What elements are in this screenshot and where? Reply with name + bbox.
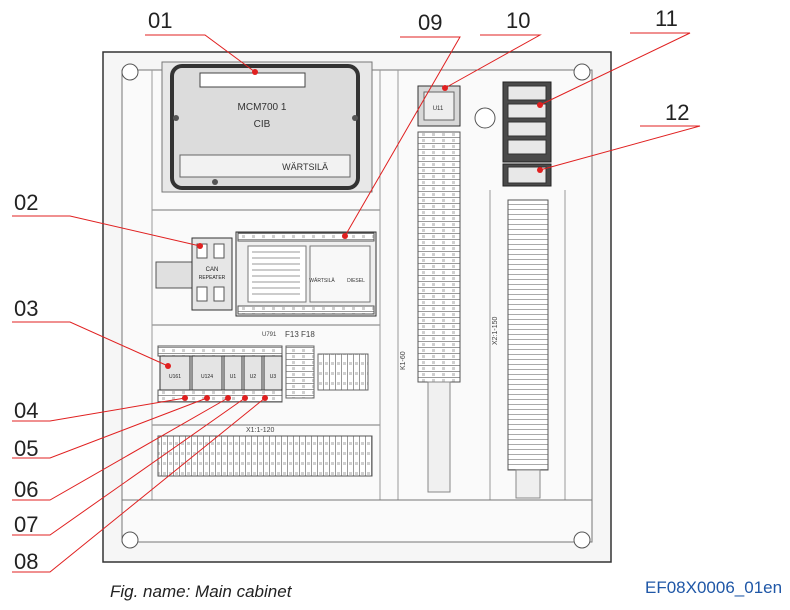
callout-08: 08 xyxy=(14,549,39,574)
mcm700-label-plate xyxy=(179,154,351,178)
can-repeater-label: CAN xyxy=(206,267,219,273)
terminal-block-small xyxy=(285,345,315,399)
marker-11 xyxy=(537,102,543,108)
callout-12-line xyxy=(539,125,701,171)
callout-05: 05 xyxy=(14,436,39,461)
relay-u3 xyxy=(263,355,283,391)
callout-03: 03 xyxy=(14,296,39,321)
marker-10 xyxy=(442,85,448,91)
x1-label: X1:1-120 xyxy=(246,427,275,434)
mcm700-screw xyxy=(173,115,179,121)
control-unit-diesel: DIESEL xyxy=(347,278,365,284)
mcm700-screw xyxy=(352,115,358,121)
callout-07: 07 xyxy=(14,512,39,537)
callout-09-line xyxy=(344,36,461,237)
figure-caption: Fig. name: Main cabinet xyxy=(110,582,292,601)
relay-u1-label: U1 xyxy=(230,374,237,380)
control-unit-bottom-terminals xyxy=(237,305,375,315)
callout-11: 11 xyxy=(655,6,678,31)
callout-10: 10 xyxy=(506,8,531,33)
callout-10-line xyxy=(444,34,542,89)
mcm700-screw xyxy=(212,179,218,185)
relay-u2-label: U2 xyxy=(250,374,257,380)
marker-06 xyxy=(225,395,231,401)
callout-08-line xyxy=(12,397,266,573)
callout-markers xyxy=(165,69,543,401)
document-id: EF08X0006_01en xyxy=(645,578,783,597)
marker-03 xyxy=(165,363,171,369)
marker-09 xyxy=(342,233,348,239)
mounting-hole-tr xyxy=(573,63,591,81)
control-unit-display xyxy=(309,245,371,303)
callout-lines xyxy=(12,32,701,573)
callout-04-line xyxy=(12,397,186,422)
relay-u2 xyxy=(243,355,263,391)
marker-05 xyxy=(204,395,210,401)
mcm700-brand: WÄRTSILÄ xyxy=(282,162,328,172)
callout-06: 06 xyxy=(14,477,39,502)
relay-block-11-segments xyxy=(507,85,547,155)
relay-u1 xyxy=(223,355,243,391)
callout-04: 04 xyxy=(14,398,39,423)
mounting-hole-bl xyxy=(121,531,139,549)
callout-11-line xyxy=(539,32,691,106)
mcm700-cib: CIB xyxy=(254,119,271,130)
k1-label: K1-60 xyxy=(400,351,407,370)
callout-06-line xyxy=(12,397,229,501)
mounting-hole-mid xyxy=(474,107,496,129)
terminal-strip-x2-cable xyxy=(515,469,541,499)
relay-u161-label: U161 xyxy=(169,374,181,380)
can-repeater-shaft xyxy=(155,261,193,289)
callout-02: 02 xyxy=(14,190,39,215)
relay-row-top-terminals xyxy=(157,345,283,357)
x2-label: X2:1-150 xyxy=(492,316,499,345)
terminal-strip-k1 xyxy=(417,131,461,383)
relay-u124-label: U124 xyxy=(201,374,213,380)
callout-02-line xyxy=(12,215,201,247)
marker-01 xyxy=(252,69,258,75)
control-unit-top-terminals xyxy=(237,232,375,242)
marker-04 xyxy=(182,395,188,401)
callout-01-line xyxy=(145,34,256,73)
can-repeater-socket xyxy=(213,286,225,302)
callout-03-line xyxy=(12,321,169,367)
can-repeater-socket xyxy=(196,286,208,302)
relay-u161 xyxy=(159,355,191,391)
marker-02 xyxy=(197,243,203,249)
control-unit-text-lines xyxy=(252,251,300,295)
u11-label: U11 xyxy=(433,106,444,112)
control-unit-brand: WÄRTSILÄ xyxy=(309,277,335,284)
mounting-hole-tl xyxy=(121,63,139,81)
callout-12: 12 xyxy=(665,100,690,125)
mounting-hole-br xyxy=(573,531,591,549)
fuses-label: F13 F18 xyxy=(285,330,315,339)
can-repeater-socket xyxy=(213,243,225,259)
mcm700-title: MCM700 1 xyxy=(238,102,287,113)
marker-07 xyxy=(242,395,248,401)
relay-u3-label: U3 xyxy=(270,374,277,380)
mcm700-connector xyxy=(199,72,306,88)
relay-u124 xyxy=(191,355,223,391)
marker-08 xyxy=(262,395,268,401)
u791-label: U791 xyxy=(262,332,277,338)
device-u11-inner xyxy=(423,91,455,121)
terminal-strip-x2 xyxy=(507,199,549,471)
relay-block-12-face xyxy=(507,166,547,184)
terminal-block-small xyxy=(317,353,369,391)
callout-07-line xyxy=(12,397,246,536)
control-unit-text-panel xyxy=(247,245,307,303)
callout-01: 01 xyxy=(148,8,173,33)
terminal-strip-x1 xyxy=(157,435,373,477)
callout-09: 09 xyxy=(418,10,443,35)
terminal-strip-k1-cable xyxy=(427,381,451,493)
callout-05-line xyxy=(12,397,208,459)
marker-12 xyxy=(537,167,543,173)
can-repeater-label: REPEATER xyxy=(199,275,226,281)
